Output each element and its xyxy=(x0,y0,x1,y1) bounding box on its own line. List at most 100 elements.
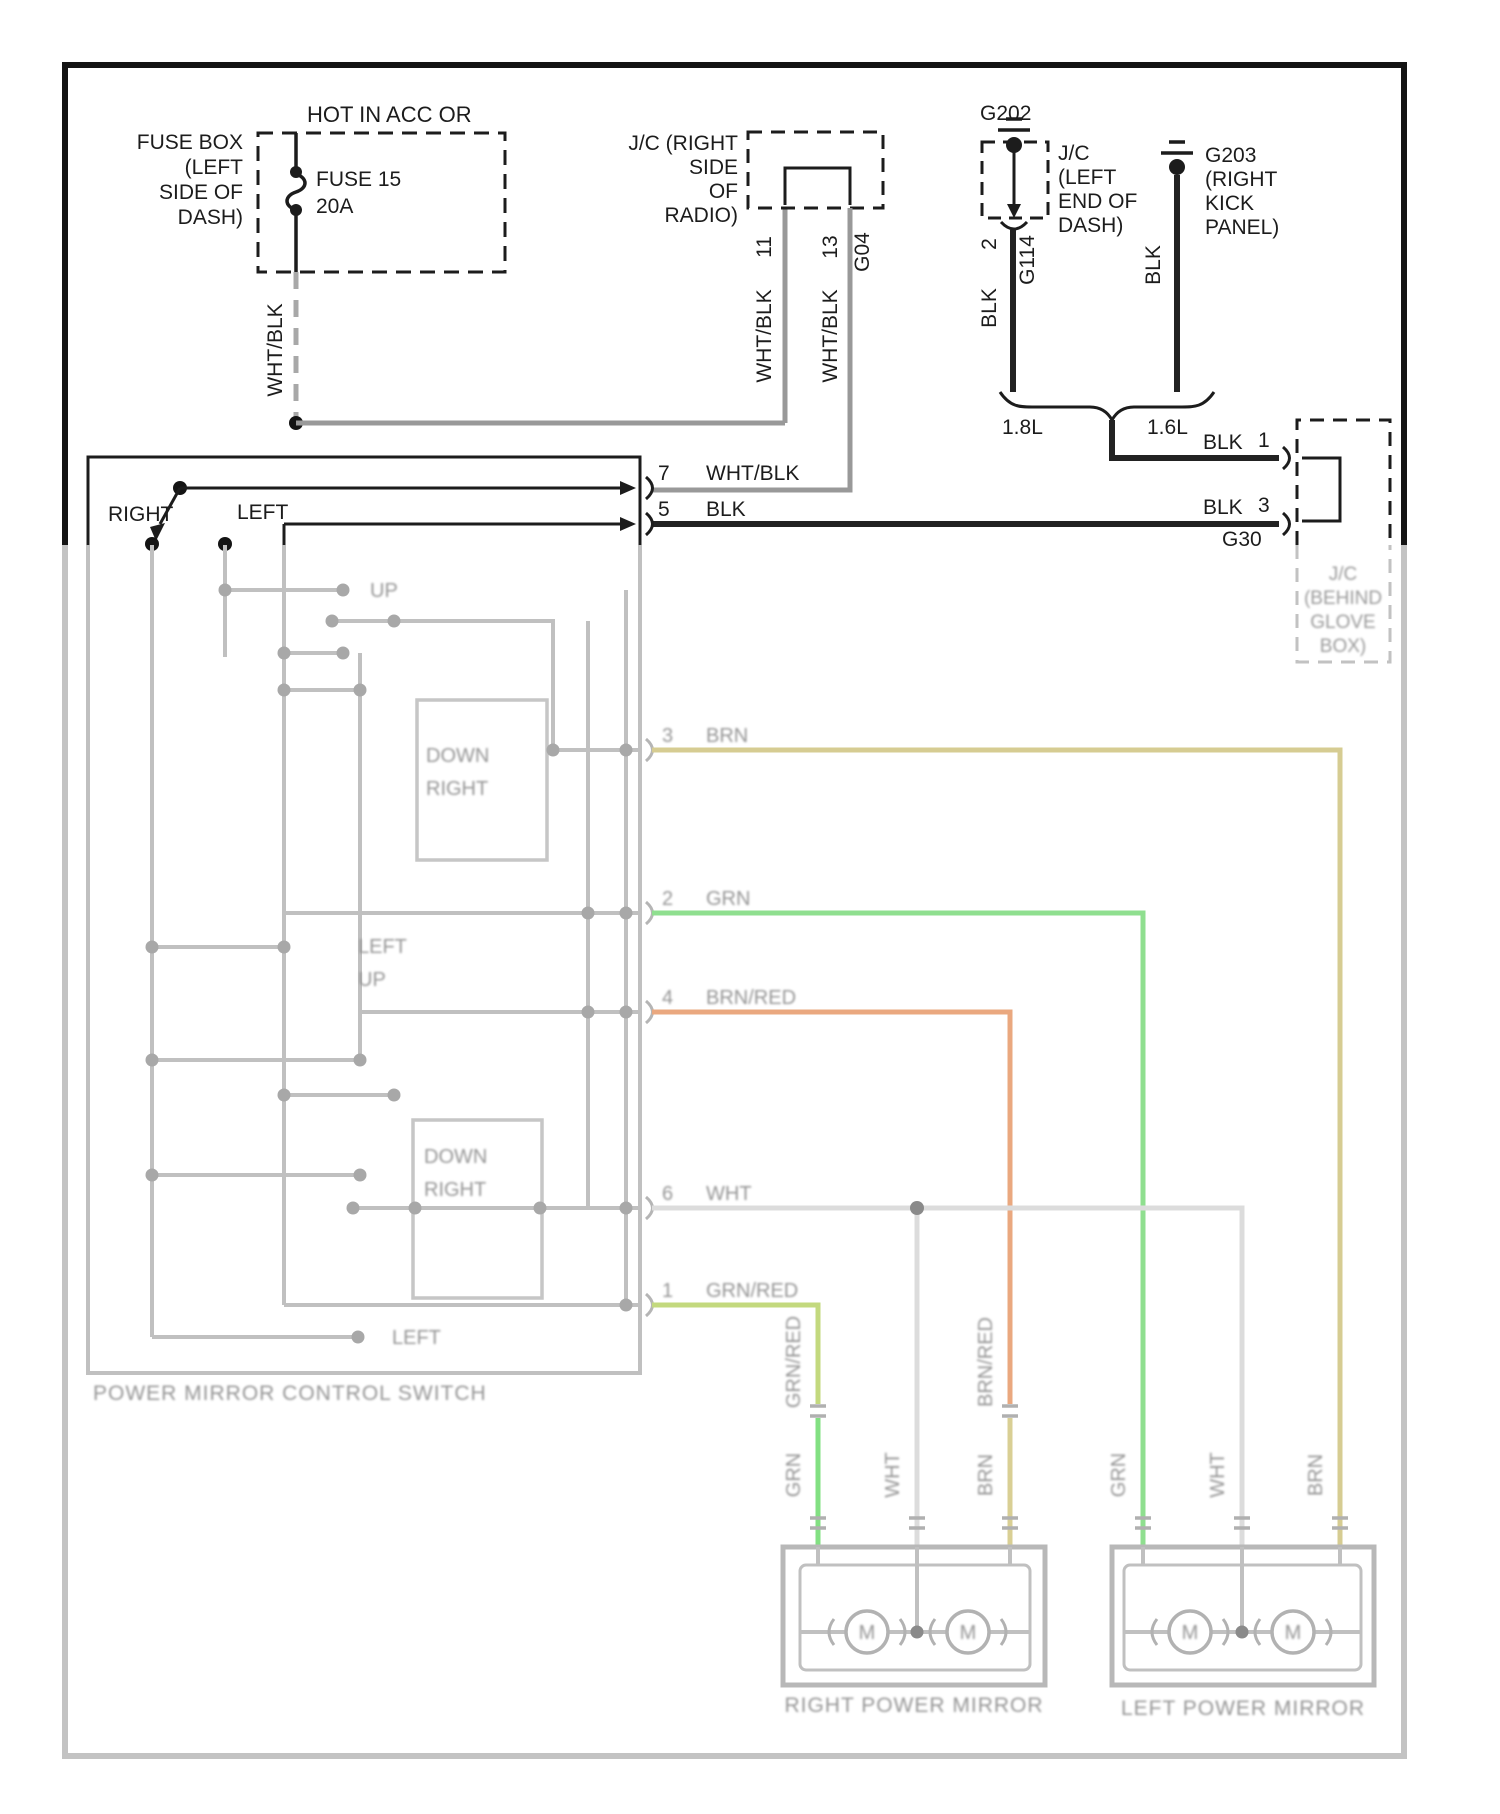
glove-jc-outline-bottom xyxy=(1295,545,1392,664)
switch-arm xyxy=(158,487,182,525)
switch-pos-right: RIGHT xyxy=(108,503,174,526)
ground-icon xyxy=(1161,140,1193,155)
g30-id: G30 xyxy=(1222,528,1262,551)
motor-icon xyxy=(1167,1609,1213,1655)
switch-caption: POWER MIRROR CONTROL SWITCH xyxy=(93,1382,487,1405)
radio-jc-wire-13-label: WHT/BLK xyxy=(819,289,842,382)
svg-text:END OF: END OF xyxy=(1058,190,1137,213)
arrowhead-icon xyxy=(620,481,636,495)
right-mirror-caption: RIGHT POWER MIRROR xyxy=(784,1694,1043,1717)
pin5-num: 5 xyxy=(658,498,670,521)
g203-wire-label: BLK xyxy=(1142,245,1165,285)
mirror-entry-ticks xyxy=(810,1516,1348,1530)
pin6-color: WHT xyxy=(706,1183,752,1205)
switch-box-top xyxy=(86,455,642,545)
mirror-wires xyxy=(652,747,1343,1547)
label-right-2: RIGHT xyxy=(424,1179,486,1201)
pin5-wire-label: BLK xyxy=(706,498,746,521)
motor-bracket-icons xyxy=(1150,1618,1333,1646)
contact-dot xyxy=(218,537,232,551)
wht-vert-label-r: WHT xyxy=(882,1452,904,1498)
motor-junction-dot xyxy=(910,1625,924,1639)
svg-text:(RIGHT: (RIGHT xyxy=(1205,168,1277,191)
brn-vert-label-r: BRN xyxy=(975,1454,997,1496)
wht-wire xyxy=(652,1205,1245,1547)
grn-vert-label-r: GRN xyxy=(783,1453,805,1497)
pin5-line xyxy=(282,522,622,545)
radio-jc-label: J/C (RIGHT xyxy=(628,132,738,155)
ground-g202: G202 J/C (LEFT END OF DASH) 2 G114 BLK xyxy=(978,102,1137,392)
fuse-rating: 20A xyxy=(316,195,353,218)
pin2-num: 2 xyxy=(662,888,673,910)
fuse-box: HOT IN ACC OR FUSE BOX (LEFT SIDE OF DAS… xyxy=(137,102,507,274)
page-border-bottom-faded xyxy=(62,545,1407,1759)
radio-jc-g04: G04 xyxy=(851,232,874,272)
motor-bracket-icons xyxy=(827,1618,1008,1646)
svg-text:SIDE OF: SIDE OF xyxy=(159,181,243,204)
label-down-1: DOWN xyxy=(426,745,489,767)
mirror-control-switch: RIGHT LEFT 7 WHT/BLK 5 BLK xyxy=(86,455,799,551)
brn-red-wire xyxy=(652,1009,1013,1404)
wht-vert-label-l: WHT xyxy=(1207,1452,1229,1498)
blk-1-color: BLK xyxy=(1203,431,1243,454)
radio-jc-pin-11: 11 xyxy=(753,236,776,258)
grn-vert-label-l: GRN xyxy=(1108,1453,1130,1497)
grn-red-vert-label: GRN/RED xyxy=(783,1316,805,1408)
g202-wire-label: BLK xyxy=(978,288,1001,328)
wht-junction-dot xyxy=(910,1201,924,1215)
radio-jc-outline xyxy=(746,130,885,210)
motor-letter: M xyxy=(1285,1622,1302,1644)
pin6-num: 6 xyxy=(662,1183,673,1205)
motor-letter: M xyxy=(960,1622,977,1644)
label-left-3: LEFT xyxy=(392,1327,441,1349)
wht-blk-to-switch-wire xyxy=(652,208,853,493)
label-left-2: LEFT xyxy=(358,936,407,958)
ground-g203: G203 (RIGHT KICK PANEL) BLK xyxy=(1142,140,1279,392)
svg-text:(LEFT: (LEFT xyxy=(185,156,244,179)
blk-1-pin: 1 xyxy=(1258,429,1270,452)
svg-text:(BEHIND: (BEHIND xyxy=(1304,588,1382,609)
left-mirror-stubs xyxy=(1124,1547,1361,1634)
pin1-color: GRN/RED xyxy=(706,1280,798,1302)
label-up-1: UP xyxy=(370,580,398,602)
page-border-top xyxy=(62,62,1407,545)
svg-text:(LEFT: (LEFT xyxy=(1058,166,1117,189)
right-mirror-stubs xyxy=(800,1547,1030,1634)
connector-arc-icon-faded xyxy=(644,737,654,1318)
contact-group-box xyxy=(415,698,549,862)
svg-text:KICK: KICK xyxy=(1205,192,1254,215)
svg-text:GLOVE: GLOVE xyxy=(1310,612,1375,633)
svg-text:DASH): DASH) xyxy=(178,206,243,229)
svg-text:OF: OF xyxy=(709,180,738,203)
engine-1-8: 1.8L xyxy=(1002,416,1043,439)
wht-blk-fuse-wire-label: WHT/BLK xyxy=(264,303,287,396)
inline-connector-icon xyxy=(999,220,1029,231)
svg-text:RADIO): RADIO) xyxy=(665,204,739,227)
radio-jc-bracket xyxy=(783,166,852,205)
pin7-num: 7 xyxy=(658,462,670,485)
mirror-control-switch-faded: UP DOWN RIGHT LEFT UP DOWN RIGHT LEFT PO… xyxy=(86,545,798,1405)
g203-label: G203 xyxy=(1205,144,1256,167)
pin7-wire-label: WHT/BLK xyxy=(706,462,799,485)
right-mirror-box xyxy=(780,1544,1048,1688)
label-up-2: UP xyxy=(358,969,386,991)
left-mirror-caption: LEFT POWER MIRROR xyxy=(1121,1697,1365,1720)
glove-jc-caption: J/C xyxy=(1329,564,1358,585)
glove-jc-bracket xyxy=(1302,456,1342,523)
svg-text:BOX): BOX) xyxy=(1320,636,1366,657)
hot-in-acc-label: HOT IN ACC OR xyxy=(307,102,472,127)
glove-box-junction: J/C (BEHIND GLOVE BOX) xyxy=(1281,418,1392,664)
pin3-num: 3 xyxy=(662,725,673,747)
g202-pin: 2 xyxy=(978,238,1001,250)
ground-icon xyxy=(998,117,1030,132)
contact-dot xyxy=(145,537,159,551)
switch-pos-left: LEFT xyxy=(237,501,289,524)
radio-junction-box: J/C (RIGHT SIDE OF RADIO) 11 WHT/BLK 13 … xyxy=(628,130,885,383)
motor-junction-dot xyxy=(1235,1625,1249,1639)
wht-blk-feed-wire xyxy=(296,208,788,426)
switch-contact-dots xyxy=(145,583,633,1344)
g202-id: G202 xyxy=(980,102,1031,125)
dash-jc-outline xyxy=(980,140,1050,220)
radio-jc-pin-13: 13 xyxy=(819,235,842,258)
